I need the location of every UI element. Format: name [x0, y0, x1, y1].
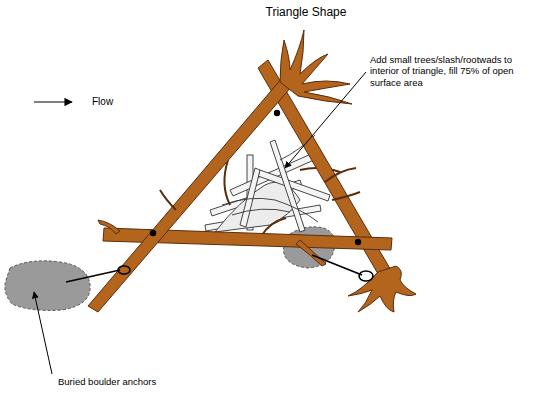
pin-bolt: [150, 110, 361, 245]
log: [88, 30, 416, 312]
flow-arrow: [34, 101, 72, 102]
branch-stub: [160, 168, 360, 210]
leader-line: [285, 72, 366, 168]
diagram-title: Triangle Shape: [3, 5, 534, 19]
callout-note: Add small trees/slash/rootwads to interi…: [370, 54, 530, 88]
leader-line: [34, 292, 52, 374]
buried-boulder: [5, 261, 90, 311]
anchor-label: Buried boulder anchors: [58, 376, 156, 387]
anchor-cable: [66, 255, 373, 282]
flow-label: Flow: [92, 96, 113, 108]
